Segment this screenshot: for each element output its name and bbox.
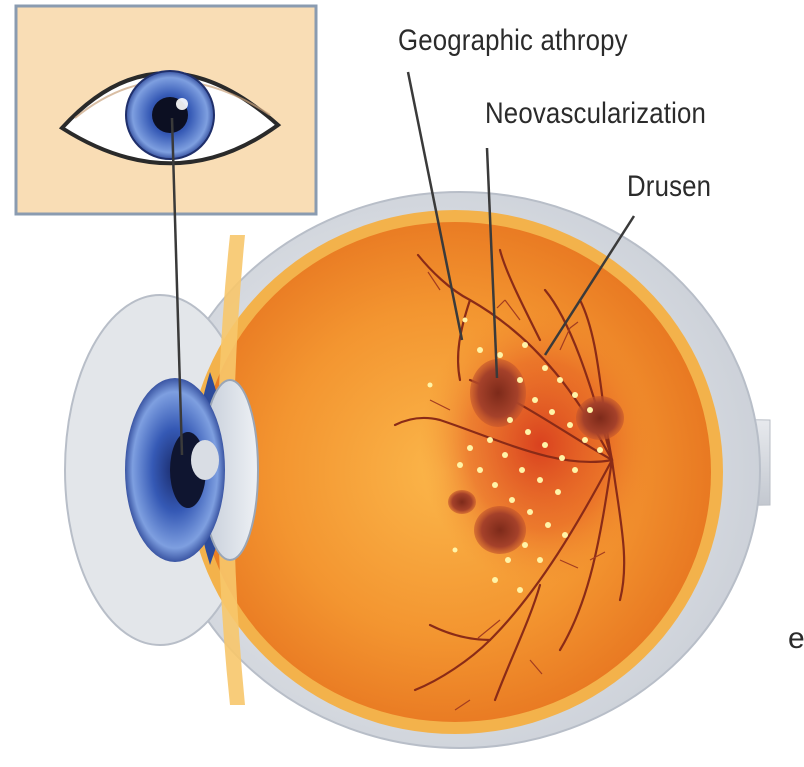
inset-front-eye-panel	[16, 6, 316, 214]
label-neovascularization: Neovascularization	[485, 97, 706, 131]
label-geographic-atrophy: Geographic athropy	[398, 24, 628, 58]
iris-side	[125, 378, 225, 562]
label-cut-off: e	[788, 622, 804, 656]
label-drusen: Drusen	[627, 170, 711, 204]
